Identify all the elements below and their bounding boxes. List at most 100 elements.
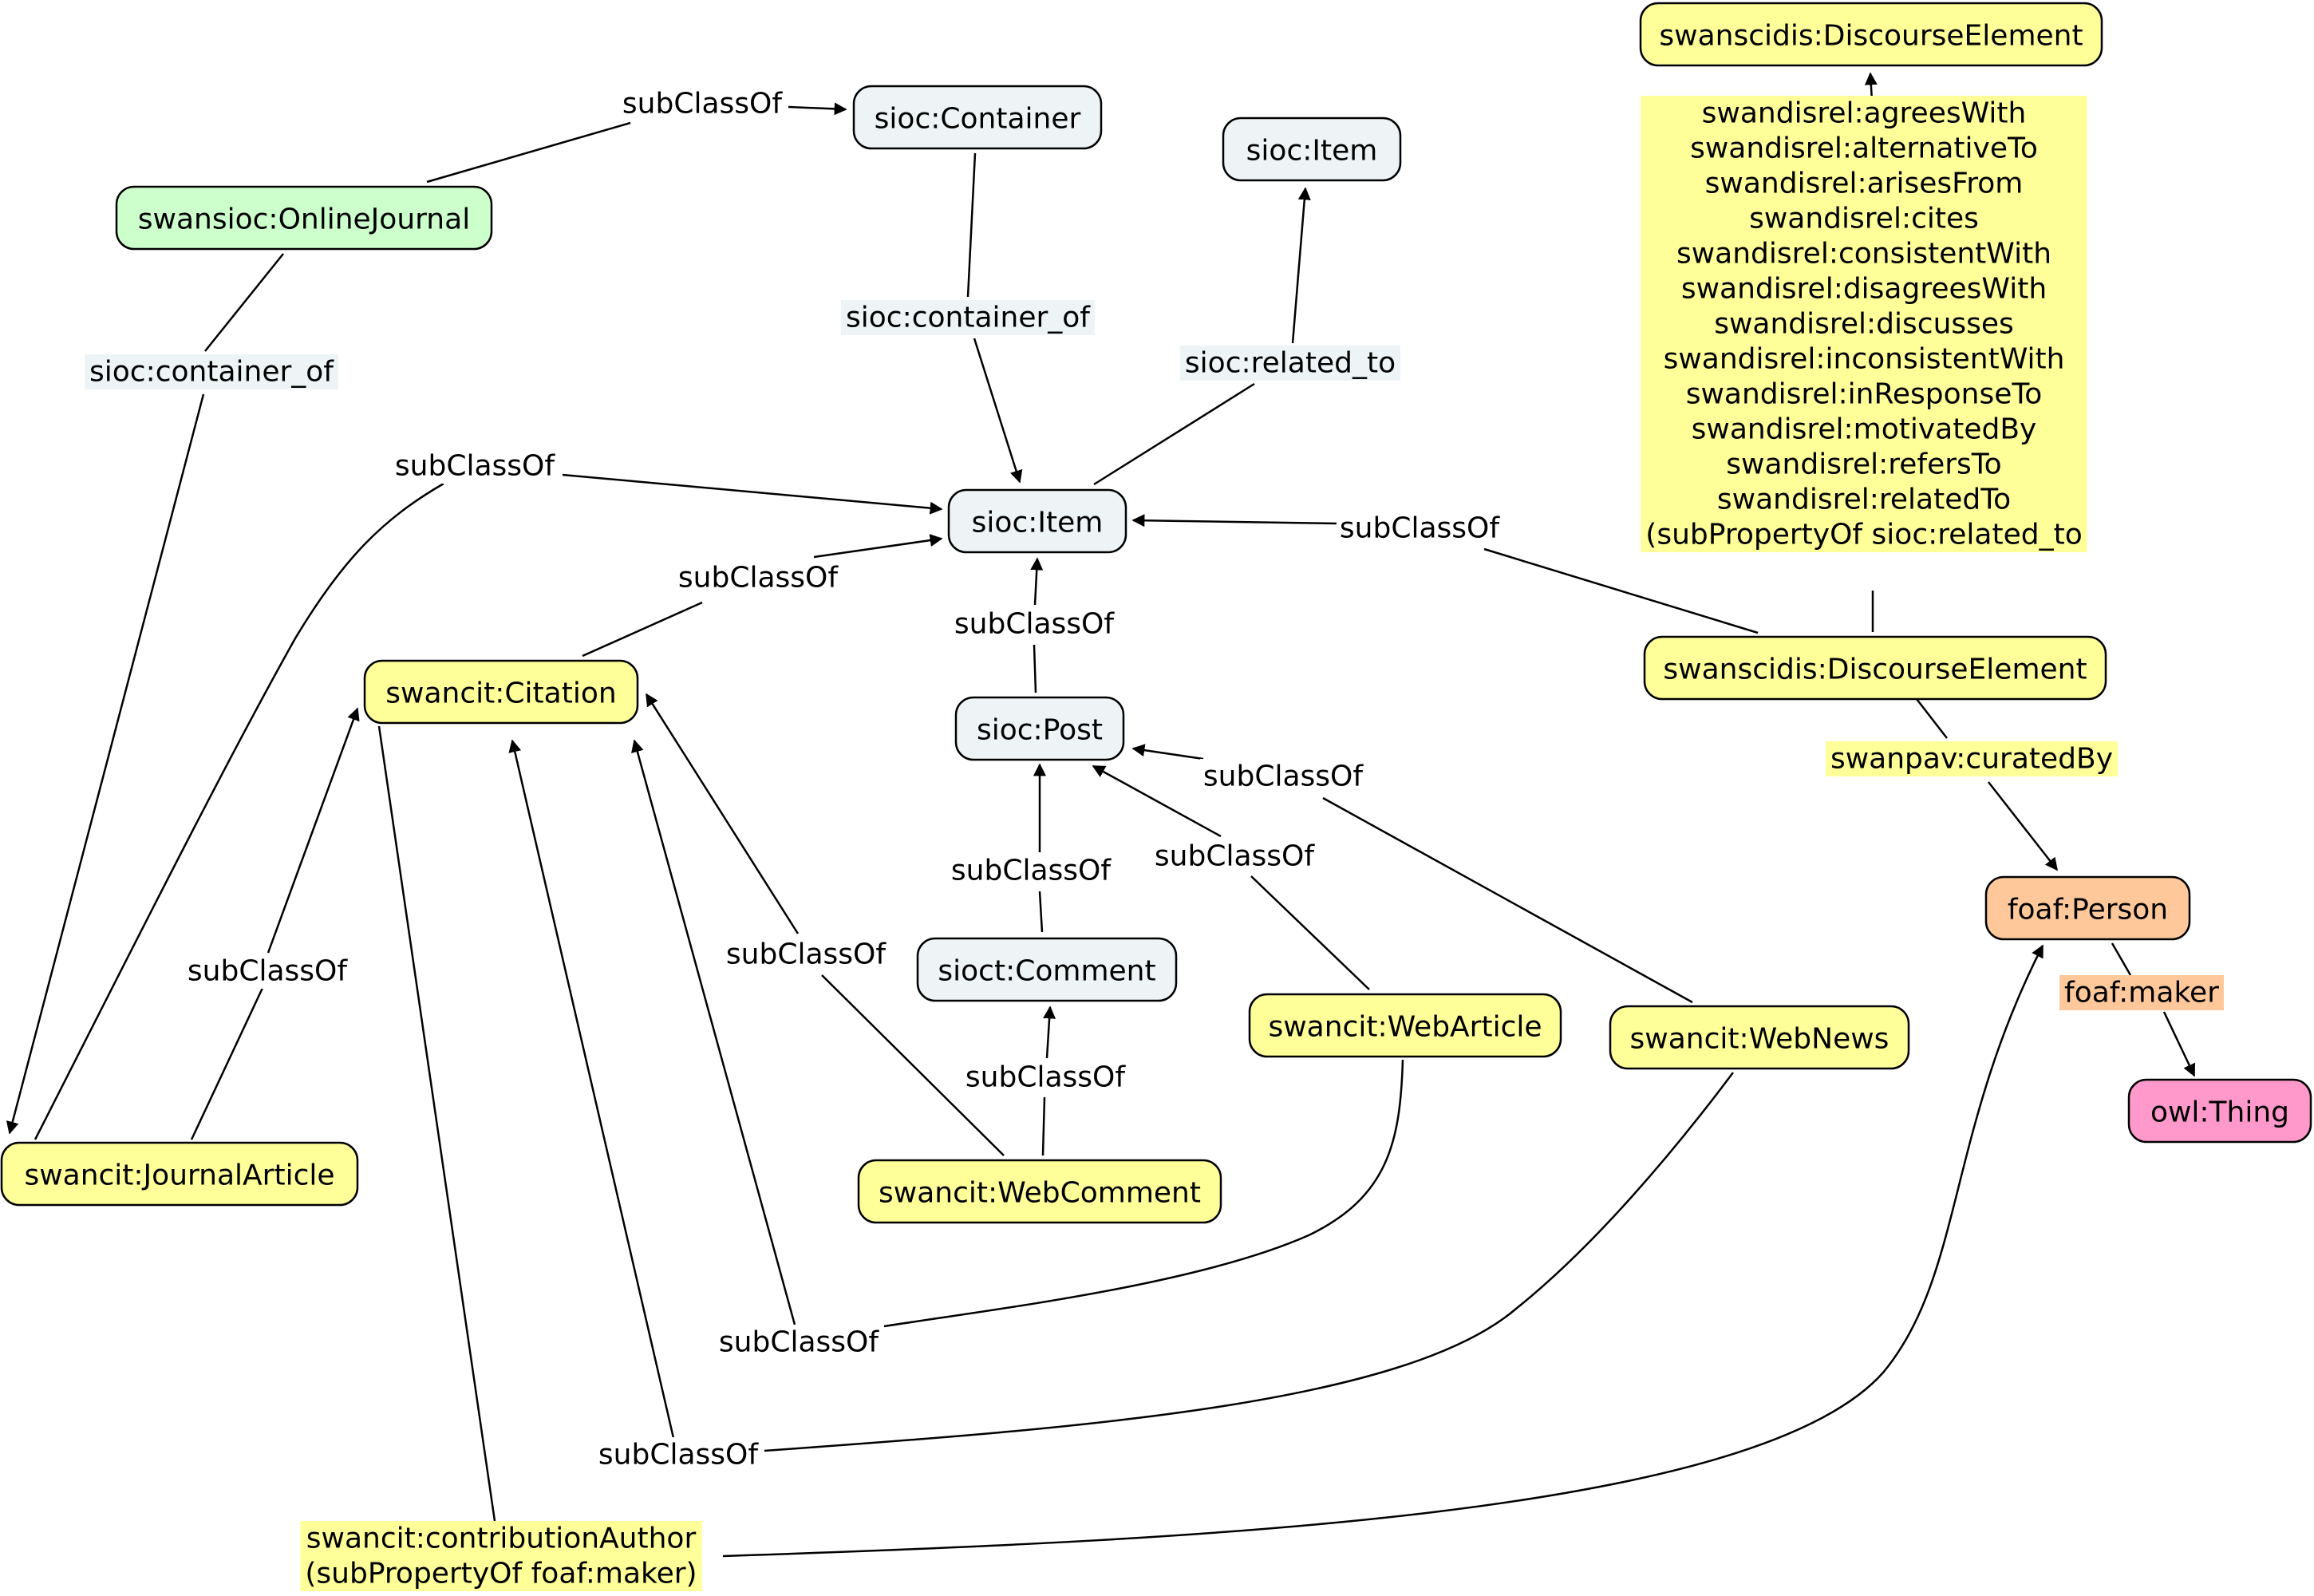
edge (645, 693, 800, 934)
edge (508, 739, 675, 1439)
node-label: swanscidis:DiscourseElement (1663, 654, 2087, 686)
edge-label-text: swancit:contributionAuthor (306, 1523, 697, 1555)
edge-label-text: (subPropertyOf foaf:maker) (305, 1558, 697, 1590)
edge (1043, 1005, 1056, 1059)
node-webNews[interactable]: swancit:WebNews (1609, 1005, 1910, 1070)
node-box (947, 488, 1127, 554)
edge (1131, 744, 1204, 760)
node-thing[interactable]: owl:Thing (2127, 1078, 2312, 1144)
edge (2162, 1011, 2196, 1077)
edge-label-text: swandisrel:relatedTo (1717, 484, 2011, 516)
edge (764, 1072, 1734, 1452)
edge-label-text: subClassOf (1340, 512, 1500, 545)
edge-label-text: (subPropertyOf sioc:related_to (1645, 519, 2082, 551)
node-label: sioc:Container (875, 103, 1081, 136)
edge-label-text: subClassOf (965, 1061, 1126, 1094)
node-label: foaf:Person (2008, 894, 2168, 926)
edge (1988, 781, 2058, 871)
edge-label-text: subClassOf (954, 608, 1115, 641)
edge (1483, 547, 1759, 634)
edge-label-text: sioc:related_to (1185, 347, 1396, 380)
edge (1041, 1096, 1046, 1156)
edge-label-text: sioc:container_of (89, 356, 334, 389)
node-webComment[interactable]: swancit:WebComment (857, 1159, 1222, 1224)
node-onlineJournal[interactable]: swansioc:OnlineJournal (115, 185, 493, 251)
edge-label: subClassOf (1199, 759, 1367, 794)
edge-label-text: swandisrel:disagreesWith (1681, 273, 2047, 306)
edge-label: subClassOf (594, 1437, 762, 1472)
edge-label: swandisrel:agreesWithswandisrel:alternat… (1641, 96, 2087, 552)
node-discourseTop[interactable]: swanscidis:DiscourseElement (1639, 2, 2103, 67)
node-itemTop[interactable]: sioc:Item (1222, 117, 1402, 182)
node-box (1248, 993, 1562, 1058)
edge (2111, 942, 2132, 976)
edge-label: subClassOf (618, 86, 786, 121)
edge (788, 102, 847, 116)
edge-labels: subClassOf sioc:container_of sioc:containe… (85, 86, 2224, 1591)
edge (582, 601, 703, 658)
edge-label-text: swandisrel:consistentWith (1676, 238, 2051, 271)
node-label: sioc:Item (1246, 135, 1378, 168)
edge-label-text: swandisrel:inResponseTo (1686, 378, 2043, 411)
node-label: swancit:JournalArticle (24, 1159, 334, 1192)
edge (426, 121, 631, 184)
node-post[interactable]: sioc:Post (954, 696, 1125, 761)
edge (813, 534, 943, 559)
edge-label-text: swandisrel:arisesFrom (1705, 168, 2024, 200)
edge (1291, 187, 1311, 344)
edge-label-text: swandisrel:cites (1749, 203, 1979, 235)
edge-label-text: subClassOf (395, 450, 555, 483)
edge-label-text: swandisrel:alternativeTo (1690, 132, 2038, 165)
edge-label: swanpav:curatedBy (1825, 741, 2119, 776)
edge (1093, 382, 1255, 486)
node-box (1639, 2, 2103, 67)
node-label: sioc:Item (972, 507, 1104, 539)
edge-label-text: subClassOf (1155, 840, 1315, 873)
edge-label-text: subClassOf (1203, 760, 1364, 793)
edge-label-text: swandisrel:inconsistentWith (1664, 343, 2065, 376)
edge-label-text: swanpav:curatedBy (1830, 743, 2113, 776)
edge-label-text: foaf:maker (2064, 977, 2219, 1009)
edge (1033, 644, 1037, 693)
nodes: swansioc:OnlineJournal sioc:Container sioc… (0, 2, 2312, 1224)
node-label: sioct:Comment (938, 955, 1155, 988)
node-box (363, 659, 639, 725)
node-webArticle[interactable]: swancit:WebArticle (1248, 993, 1562, 1058)
edge (562, 473, 943, 515)
edge-label: subClassOf (715, 1325, 883, 1360)
edge (631, 739, 796, 1325)
node-container[interactable]: sioc:Container (852, 85, 1103, 150)
edge-label: sioc:container_of (841, 300, 1095, 335)
node-discourse[interactable]: swanscidis:DiscourseElement (1643, 635, 2107, 701)
edge-label-text: swandisrel:agreesWith (1702, 97, 2027, 130)
node-label: swancit:WebArticle (1268, 1011, 1542, 1044)
edge-label: subClassOf (962, 1060, 1129, 1095)
node-journalArticle[interactable]: swancit:JournalArticle (0, 1141, 359, 1207)
node-label: swanscidis:DiscourseElement (1659, 20, 2083, 53)
edge-label: subClassOf (1336, 511, 1503, 546)
node-person[interactable]: foaf:Person (1984, 875, 2191, 941)
node-citation[interactable]: swancit:Citation (363, 659, 639, 725)
edge-label-text: swandisrel:refersTo (1726, 448, 2001, 481)
node-label: sioc:Post (977, 714, 1103, 747)
edge-label-text: subClassOf (726, 938, 887, 971)
node-box (1222, 117, 1402, 182)
edge-label: subClassOf (722, 937, 890, 972)
edge (1322, 796, 1693, 1004)
edge-label-text: subClassOf (678, 562, 839, 595)
node-label: swancit:WebNews (1630, 1023, 1890, 1056)
node-item[interactable]: sioc:Item (947, 488, 1127, 554)
node-box (1643, 635, 2107, 701)
edge (1131, 514, 1337, 527)
node-comment[interactable]: sioct:Comment (916, 937, 1178, 1002)
edge (966, 152, 977, 298)
edge-label: swancit:contributionAuthor(subPropertyOf… (300, 1521, 702, 1591)
edge (1250, 875, 1370, 990)
node-label: swansioc:OnlineJournal (138, 203, 470, 236)
edge-label: subClassOf (950, 606, 1118, 642)
edge (34, 482, 444, 1140)
edge-label-text: subClassOf (622, 88, 783, 120)
edge-label: subClassOf (184, 954, 351, 989)
edge (6, 393, 205, 1135)
